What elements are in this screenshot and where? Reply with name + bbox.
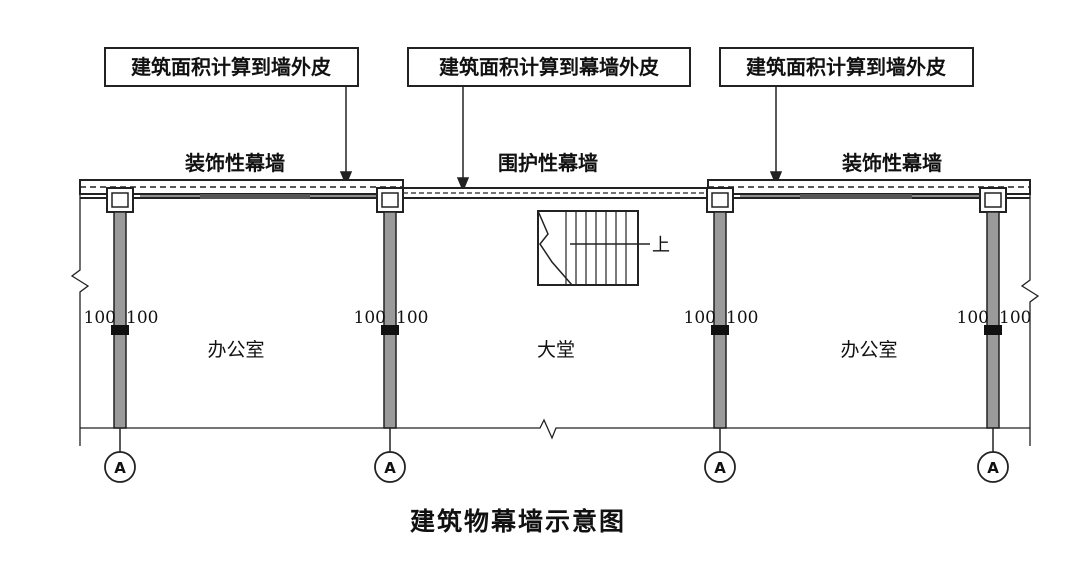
column-2 — [376, 187, 404, 452]
axis-bubble-3: A — [704, 451, 736, 483]
dim-col3-right: 100 — [726, 308, 758, 328]
dim-col2-left: 100 — [354, 308, 386, 328]
dim-col1-left: 100 — [84, 308, 116, 328]
room-office-right: 办公室 — [840, 339, 897, 361]
dim-col3-left: 100 — [684, 308, 716, 328]
callout-1-label: 建筑面积计算到墙外皮 — [131, 55, 331, 79]
callout-2: 建筑面积计算到幕墙外皮 — [407, 47, 691, 87]
axis-label-3: A — [714, 459, 726, 477]
axis-bubble-4: A — [977, 451, 1009, 483]
axis-label-4: A — [987, 459, 999, 477]
stair-symbol — [537, 210, 650, 286]
callout-1: 建筑面积计算到墙外皮 — [104, 47, 359, 87]
dim-col1-right: 100 — [126, 308, 158, 328]
room-office-left: 办公室 — [207, 339, 264, 361]
axis-bubble-2: A — [374, 451, 406, 483]
dim-col2-right: 100 — [396, 308, 428, 328]
diagram-title: 建筑物幕墙示意图 — [410, 507, 626, 536]
callout-3: 建筑面积计算到墙外皮 — [719, 47, 974, 87]
dim-col4-left: 100 — [957, 308, 989, 328]
room-lobby: 大堂 — [537, 339, 575, 361]
axis-label-1: A — [114, 459, 126, 477]
callout-3-label: 建筑面积计算到墙外皮 — [746, 55, 946, 79]
callout-2-label: 建筑面积计算到幕墙外皮 — [439, 55, 659, 79]
callout-leaders — [339, 86, 783, 192]
dim-col4-right: 100 — [999, 308, 1031, 328]
column-4 — [979, 187, 1007, 452]
axis-bubble-1: A — [104, 451, 136, 483]
column-1 — [106, 187, 134, 452]
stair-up-label: 上 — [652, 235, 670, 256]
zone-label-enclosing: 围护性幕墙 — [498, 151, 598, 175]
top-wall — [79, 179, 1031, 199]
zone-label-decorative-right: 装饰性幕墙 — [841, 151, 942, 175]
axis-label-2: A — [384, 459, 396, 477]
frame-lines — [70, 180, 1040, 446]
zone-label-decorative-left: 装饰性幕墙 — [184, 151, 285, 175]
